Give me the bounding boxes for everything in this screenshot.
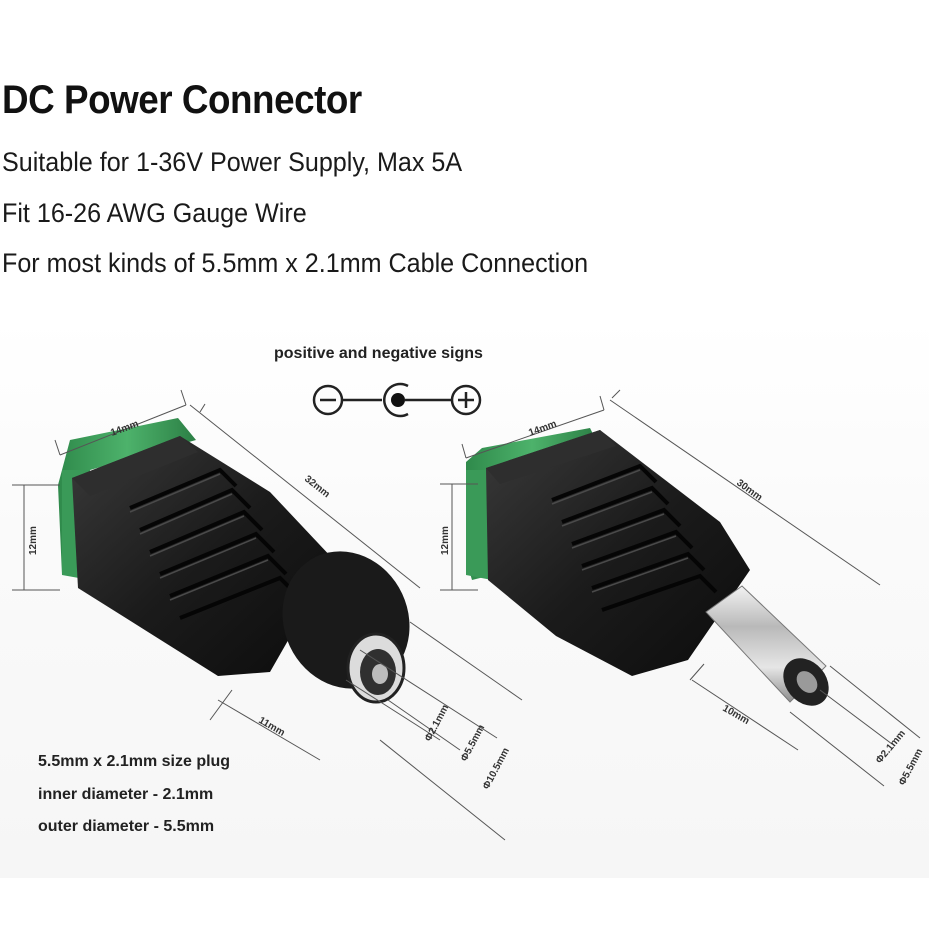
female-length-label: 32mm: [302, 474, 332, 501]
note-plug-size: 5.5mm x 2.1mm size plug: [38, 753, 231, 770]
spec-voltage: Suitable for 1-36V Power Supply, Max 5A: [2, 147, 463, 177]
note-outer-diameter: outer diameter - 5.5mm: [38, 818, 215, 835]
male-dimension-lines: [440, 389, 921, 787]
spec-wire-gauge: Fit 16-26 AWG Gauge Wire: [2, 198, 307, 228]
spec-cable-size: For most kinds of 5.5mm x 2.1mm Cable Co…: [2, 248, 589, 278]
female-body-label: Φ10.5mm: [481, 746, 512, 791]
male-outer-label: Φ5.5mm: [897, 747, 925, 787]
female-height-label: 12mm: [28, 526, 39, 555]
page-title: DC Power Connector: [2, 78, 362, 122]
polarity-label: positive and negative signs: [274, 345, 483, 362]
male-pin-label: 10mm: [721, 703, 752, 727]
polarity-symbol: [312, 382, 482, 418]
plus-icon: [450, 384, 482, 416]
note-inner-diameter: inner diameter - 2.1mm: [38, 786, 214, 803]
center-positive-icon: [383, 382, 409, 418]
female-outer-label: Φ5.5mm: [459, 723, 487, 763]
female-dimension-lines: [12, 389, 523, 841]
minus-icon: [312, 384, 344, 416]
female-inner-label: Φ2.1mm: [423, 703, 451, 743]
female-connector: [58, 418, 410, 704]
female-barrel-label: 11mm: [257, 715, 287, 739]
male-length-label: 30mm: [734, 478, 764, 504]
male-connector: [466, 428, 829, 706]
male-height-label: 12mm: [440, 526, 451, 555]
